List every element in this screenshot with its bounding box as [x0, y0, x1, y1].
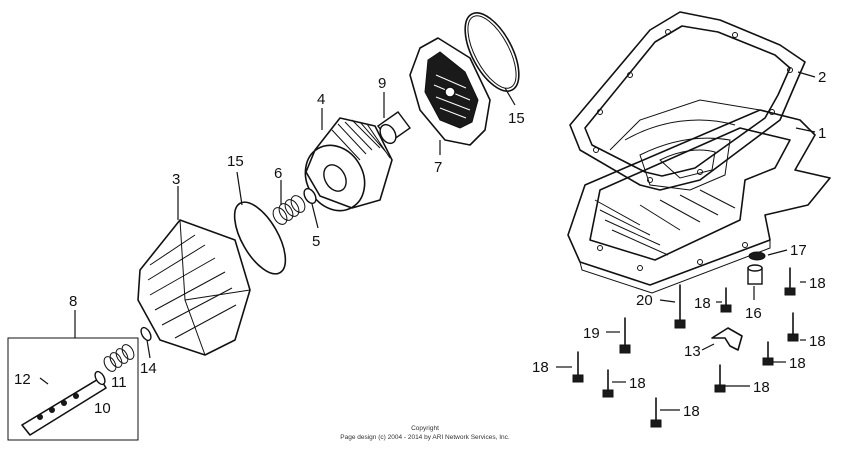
- clamp-part-13[interactable]: [711, 327, 743, 351]
- oil-pan-part-1[interactable]: [567, 99, 831, 294]
- filter-base-part-7[interactable]: [409, 37, 491, 146]
- bypass-rod-part-12[interactable]: [21, 377, 107, 436]
- washer-part-5[interactable]: [302, 187, 319, 206]
- bolt-part-20[interactable]: [674, 284, 686, 329]
- collar-part-9[interactable]: [377, 111, 411, 146]
- callout-11: 11: [111, 374, 127, 391]
- callout-15-lower: 15: [227, 153, 244, 170]
- o-ring-part-15-upper[interactable]: [454, 5, 530, 100]
- callout-18-b: 18: [694, 295, 711, 312]
- callout-18-f: 18: [629, 375, 646, 392]
- callout-19: 19: [583, 325, 600, 342]
- callout-18-g: 18: [753, 379, 770, 396]
- callout-8: 8: [69, 293, 77, 310]
- callout-18-e: 18: [532, 359, 549, 376]
- callout-18-d: 18: [789, 355, 806, 372]
- oil-filter-part-4[interactable]: [294, 117, 393, 221]
- callout-3: 3: [172, 171, 180, 188]
- callout-12: 12: [14, 371, 31, 388]
- copyright-line-1: Copyright: [411, 425, 439, 432]
- callout-13: 13: [684, 343, 701, 360]
- callout-10: 10: [94, 400, 111, 417]
- callout-5: 5: [312, 233, 320, 250]
- callout-20: 20: [636, 292, 653, 309]
- spring-part-11[interactable]: [102, 343, 137, 374]
- bolt-part-18[interactable]: [572, 267, 799, 428]
- callout-7: 7: [434, 159, 442, 176]
- callout-17: 17: [790, 242, 807, 259]
- oil-pan-gasket-part-2[interactable]: [569, 11, 806, 191]
- callout-16: 16: [745, 305, 762, 322]
- callout-2: 2: [818, 69, 826, 86]
- callout-9: 9: [378, 75, 386, 92]
- leader-lines: [39, 71, 816, 411]
- callout-4: 4: [317, 91, 325, 108]
- callout-15-upper: 15: [508, 110, 525, 127]
- callout-1: 1: [818, 125, 826, 142]
- callout-18-c: 18: [809, 333, 826, 350]
- bolt-part-19[interactable]: [619, 317, 631, 354]
- washer-part-10[interactable]: [93, 370, 107, 386]
- callout-14: 14: [140, 360, 157, 377]
- washer-part-17[interactable]: [748, 251, 766, 261]
- spring-part-6[interactable]: [270, 193, 307, 227]
- drain-plug-part-16[interactable]: [747, 264, 763, 285]
- o-ring-part-15-lower[interactable]: [224, 194, 295, 281]
- o-ring-part-14[interactable]: [139, 326, 153, 342]
- callout-18-h: 18: [683, 403, 700, 420]
- callout-18-a: 18: [809, 275, 826, 292]
- copyright-line-2: Page design (c) 2004 - 2014 by ARI Netwo…: [340, 434, 510, 441]
- assembly-box-part-8: [7, 337, 139, 441]
- callout-6: 6: [274, 165, 282, 182]
- filter-cover-part-3[interactable]: [137, 219, 251, 356]
- callout-labels: 1 2 3 4 5 6 7 8 9 10 11 12 13 14 15 15 1…: [14, 69, 826, 420]
